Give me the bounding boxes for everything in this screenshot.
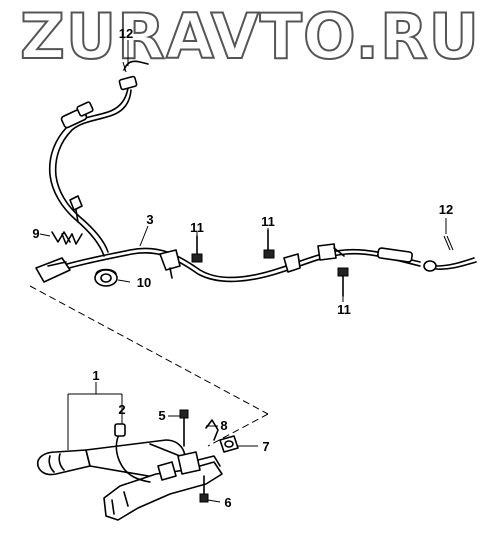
callout-11-a: 11: [190, 220, 204, 235]
callout-3: 3: [146, 212, 153, 227]
cable-3: [35, 235, 477, 283]
callout-8: 8: [220, 418, 227, 433]
watermark-text: ZURAVTO.RU: [20, 0, 480, 73]
parking-brake-lever: [36, 423, 223, 521]
bolt-11c: [337, 267, 349, 297]
callout-2: 2: [118, 402, 125, 417]
leader-3: [139, 225, 149, 247]
assembly-line-2: [207, 413, 269, 447]
bolt-5: [179, 409, 189, 447]
bolt-11a: [191, 235, 203, 263]
callout-12-top: 12: [119, 26, 133, 41]
part-10-grommet: [94, 268, 131, 287]
callout-12-right: 12: [439, 202, 453, 217]
assembly-line-1: [29, 285, 269, 415]
bolt-6: [199, 475, 209, 503]
callout-5: 5: [158, 408, 165, 423]
callout-7: 7: [262, 439, 269, 454]
rear-cable-left: [48, 60, 149, 257]
callout-10: 10: [137, 275, 151, 290]
bolt-11b: [263, 229, 275, 259]
part-7-bushing: [219, 435, 239, 453]
leaders: [67, 40, 447, 503]
part-9-clips: [39, 231, 83, 245]
callout-11-c: 11: [337, 302, 351, 317]
callout-1: 1: [92, 368, 99, 383]
callout-11-b: 11: [261, 214, 275, 229]
callout-9: 9: [32, 226, 39, 241]
part-8-clip: [205, 419, 219, 441]
callout-6: 6: [224, 495, 231, 510]
